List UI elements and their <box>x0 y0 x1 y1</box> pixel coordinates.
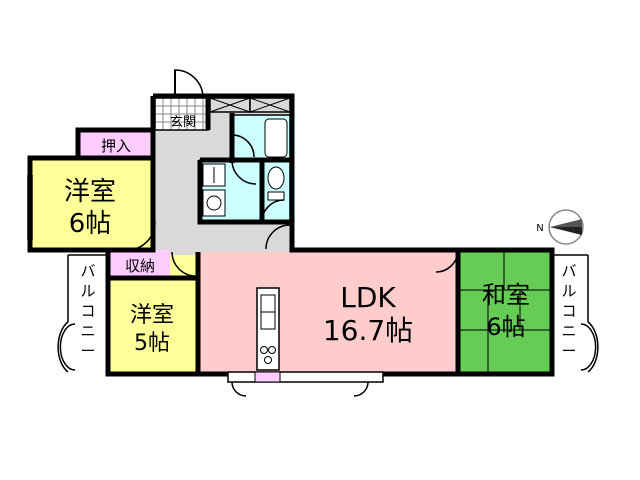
svg-text:ル: ル <box>561 282 576 300</box>
balcony-right-label: バ ル コ ニ ー <box>561 262 576 360</box>
entrance-door <box>174 69 204 99</box>
western-room-a-size: 6帖 <box>69 209 112 239</box>
western-room-b-size: 5帖 <box>134 331 170 356</box>
svg-text:ー: ー <box>80 342 95 360</box>
svg-text:ル: ル <box>80 282 95 300</box>
western-room-a-name: 洋室 <box>64 177 116 207</box>
hall-lower <box>155 225 290 255</box>
ldk-windows <box>227 371 384 397</box>
japanese-room-name: 和室 <box>482 281 530 309</box>
entrance-label: 玄関 <box>170 115 196 130</box>
svg-text:ニ: ニ <box>80 322 95 340</box>
western-room-b-name: 洋室 <box>130 303 174 328</box>
balcony-right <box>550 254 599 373</box>
balcony-left-label: バ ル コ ニ ー <box>80 262 95 360</box>
japanese-room-tatami <box>458 250 550 372</box>
svg-text:ー: ー <box>561 342 576 360</box>
shoe-cabinets <box>209 97 291 113</box>
interior-doors <box>126 221 459 277</box>
svg-text:コ: コ <box>80 302 95 320</box>
left-window <box>27 175 33 240</box>
walls <box>27 93 555 377</box>
compass-icon: N <box>536 209 584 245</box>
balcony-left <box>57 254 108 373</box>
western-room-a <box>30 158 155 248</box>
bathroom <box>231 114 291 164</box>
washroom <box>199 159 263 223</box>
closet-shuno-label: 収納 <box>125 257 155 275</box>
toilet <box>261 159 291 223</box>
svg-text:バ: バ <box>80 262 95 280</box>
closet-shuno <box>110 250 170 278</box>
svg-text:コ: コ <box>561 302 576 320</box>
ldk-floor <box>200 252 458 374</box>
closet-oshiire-label: 押入 <box>101 137 131 155</box>
svg-text:ニ: ニ <box>561 322 576 340</box>
ldk-size: 16.7帖 <box>323 314 413 347</box>
closet-oshiire <box>78 130 155 158</box>
entrance-tiles <box>154 97 209 131</box>
kitchen-counter <box>256 287 280 371</box>
svg-text:バ: バ <box>561 262 576 280</box>
western-room-b <box>108 278 198 373</box>
japanese-room-size: 6帖 <box>486 313 525 341</box>
compass-north-label: N <box>536 223 543 234</box>
ldk-name: LDK <box>340 281 396 314</box>
